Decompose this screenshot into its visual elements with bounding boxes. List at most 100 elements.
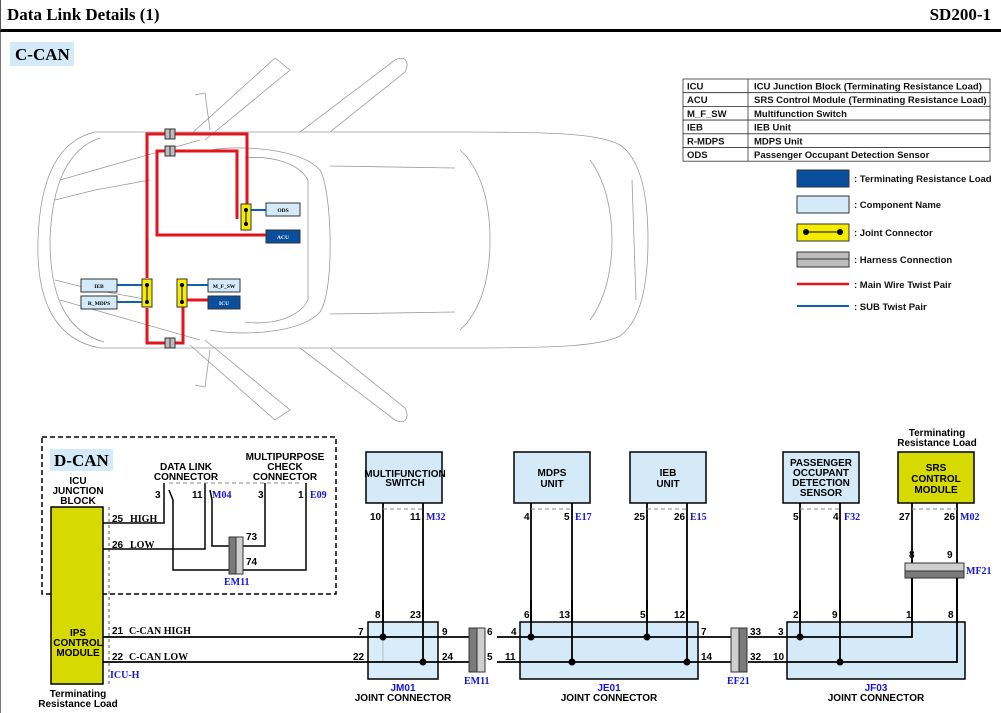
car-harness-connector-2 (164, 145, 176, 157)
d-can-boundary (41, 436, 337, 595)
svg-text:PASSENGER: PASSENGER (790, 458, 853, 469)
svg-text:Resistance Load: Resistance Load (897, 438, 976, 449)
jm01-pin-23: 23 (410, 610, 422, 621)
jf03-pin-8: 8 (948, 610, 954, 621)
je01-splice-3 (643, 633, 651, 641)
abbreviation-description: Multifunction Switch (754, 109, 847, 120)
abbreviation-description: SRS Control Module (Terminating Resistan… (754, 95, 987, 106)
legend-component-swatch (796, 195, 850, 214)
d-can-label-bg (50, 449, 113, 471)
svg-text:SRS: SRS (926, 463, 947, 474)
car-module-ieb: IEB (80, 278, 118, 293)
svg-text:MODULE: MODULE (914, 485, 958, 496)
svg-text:BLOCK: BLOCK (60, 496, 96, 507)
connector-em11-dcan: EM11 (224, 577, 250, 588)
svg-text:SENSOR: SENSOR (800, 488, 843, 499)
ieb-pin-a: 25 (634, 512, 646, 523)
svg-text:Resistance Load: Resistance Load (38, 699, 117, 710)
jm01-pin-7: 7 (358, 627, 364, 638)
data-link-connector-title: DATA LINK CONNECTOR (154, 462, 219, 483)
em11-pin-6: 6 (487, 627, 493, 638)
jf03-joint-connector (786, 621, 966, 680)
je01-joint-connector (519, 621, 699, 680)
svg-text:UNIT: UNIT (540, 479, 563, 490)
dlc-pin-3: 3 (155, 490, 161, 501)
jm01-sub-label: JOINT CONNECTOR (355, 693, 452, 704)
connector-icu-h: ICU-H (110, 670, 140, 681)
jf03-inner-wires (787, 578, 958, 663)
connector-m02: M02 (960, 512, 979, 523)
car-joint-connector-ods (240, 203, 252, 231)
wire-low-label: LOW (130, 540, 154, 551)
multipurpose-check-connector-title: MULTIPURPOSE CHECK CONNECTOR (246, 452, 325, 483)
abbreviation-description: ICU Junction Block (Terminating Resistan… (754, 82, 982, 93)
srs-terminating-label: Terminating Resistance Load (897, 428, 976, 449)
wire-high-label: HIGH (130, 514, 157, 525)
jf03-splice-2 (836, 658, 844, 666)
connector-mf21: MF21 (966, 566, 992, 577)
jf03-name: JF03 (865, 683, 888, 694)
legend-harness-label: : Harness Connection (854, 255, 952, 266)
mf21-harness (904, 562, 965, 579)
em11-bus-harness (468, 627, 486, 673)
mpc-pin-3: 3 (258, 490, 264, 501)
je01-splice-1 (527, 633, 535, 641)
jf03-pin-2: 2 (793, 610, 799, 621)
abbreviation-row: IEB IEB Unit (682, 119, 991, 135)
svg-text:MULTIPURPOSE: MULTIPURPOSE (246, 452, 325, 463)
ef21-harness (730, 627, 748, 673)
je01-splice-2 (568, 658, 576, 666)
abbreviation-code: R-MDPS (687, 136, 724, 147)
svg-text:MODULE: MODULE (56, 648, 100, 659)
icu-junction-block-title: ICU JUNCTION BLOCK (52, 476, 103, 507)
legend-component-label: : Component Name (854, 200, 941, 211)
je01-pin-12: 12 (674, 610, 686, 621)
jm01-pin-24: 24 (442, 652, 454, 663)
svg-text:ICU: ICU (219, 301, 229, 307)
svg-text:CONNECTOR: CONNECTOR (253, 472, 318, 483)
srs-pin-a: 27 (899, 512, 911, 523)
jf03-pin-10: 10 (773, 652, 785, 663)
je01-splice-4 (683, 658, 691, 666)
mf21-pin-9: 9 (947, 550, 953, 561)
mfs-pin-b: 11 (410, 512, 421, 523)
svg-text:Terminating: Terminating (50, 689, 106, 700)
abbreviation-code: IEB (687, 123, 703, 134)
car-joint-connector-left (141, 278, 153, 308)
svg-text:IPS: IPS (70, 628, 86, 639)
mfs-pin-a: 10 (370, 512, 382, 523)
abbreviation-code: M_F_SW (687, 109, 727, 120)
pin-26: 26 (112, 540, 124, 551)
svg-text:SWITCH: SWITCH (385, 478, 424, 489)
je01-pin-5: 5 (640, 610, 646, 621)
car-harness-connector-1 (164, 128, 176, 140)
srs-control-module-box: SRS CONTROL MODULE (897, 451, 975, 504)
svg-text:JUNCTION: JUNCTION (52, 486, 103, 497)
legend-joint-label: : Joint Connector (854, 228, 933, 239)
abbreviation-row: ICU ICU Junction Block (Terminating Resis… (682, 78, 991, 94)
jm01-pin-22: 22 (353, 652, 365, 663)
mf21-pin-8: 8 (909, 550, 915, 561)
em11-pin-73: 73 (246, 532, 258, 543)
je01-pin-14: 14 (701, 652, 713, 663)
abbreviation-description: IEB Unit (754, 123, 792, 134)
icu-terminating-label: Terminating Resistance Load (38, 689, 117, 710)
svg-text:OCCUPANT: OCCUPANT (793, 468, 849, 479)
je01-inner-wires (520, 600, 698, 663)
abbreviation-code: ICU (687, 82, 704, 93)
svg-text:CHECK: CHECK (267, 462, 303, 473)
ieb-unit-box: IEB UNIT (629, 451, 707, 504)
connector-e15: E15 (690, 512, 707, 523)
dlc-pin-11: 11 (192, 490, 203, 501)
icu-junction-block (50, 506, 104, 685)
connector-m32: M32 (426, 512, 445, 523)
jm01-name: JM01 (390, 683, 415, 694)
jf03-splice-1 (796, 633, 804, 641)
svg-text:CONTROL: CONTROL (53, 638, 102, 649)
abbreviation-row: M_F_SW Multifunction Switch (682, 106, 991, 121)
legend-sub-wire-label: : SUB Twist Pair (854, 302, 927, 313)
jm01-pin-8: 8 (375, 610, 381, 621)
svg-text:DATA LINK: DATA LINK (160, 462, 213, 473)
mdps-pin-a: 4 (524, 512, 530, 523)
